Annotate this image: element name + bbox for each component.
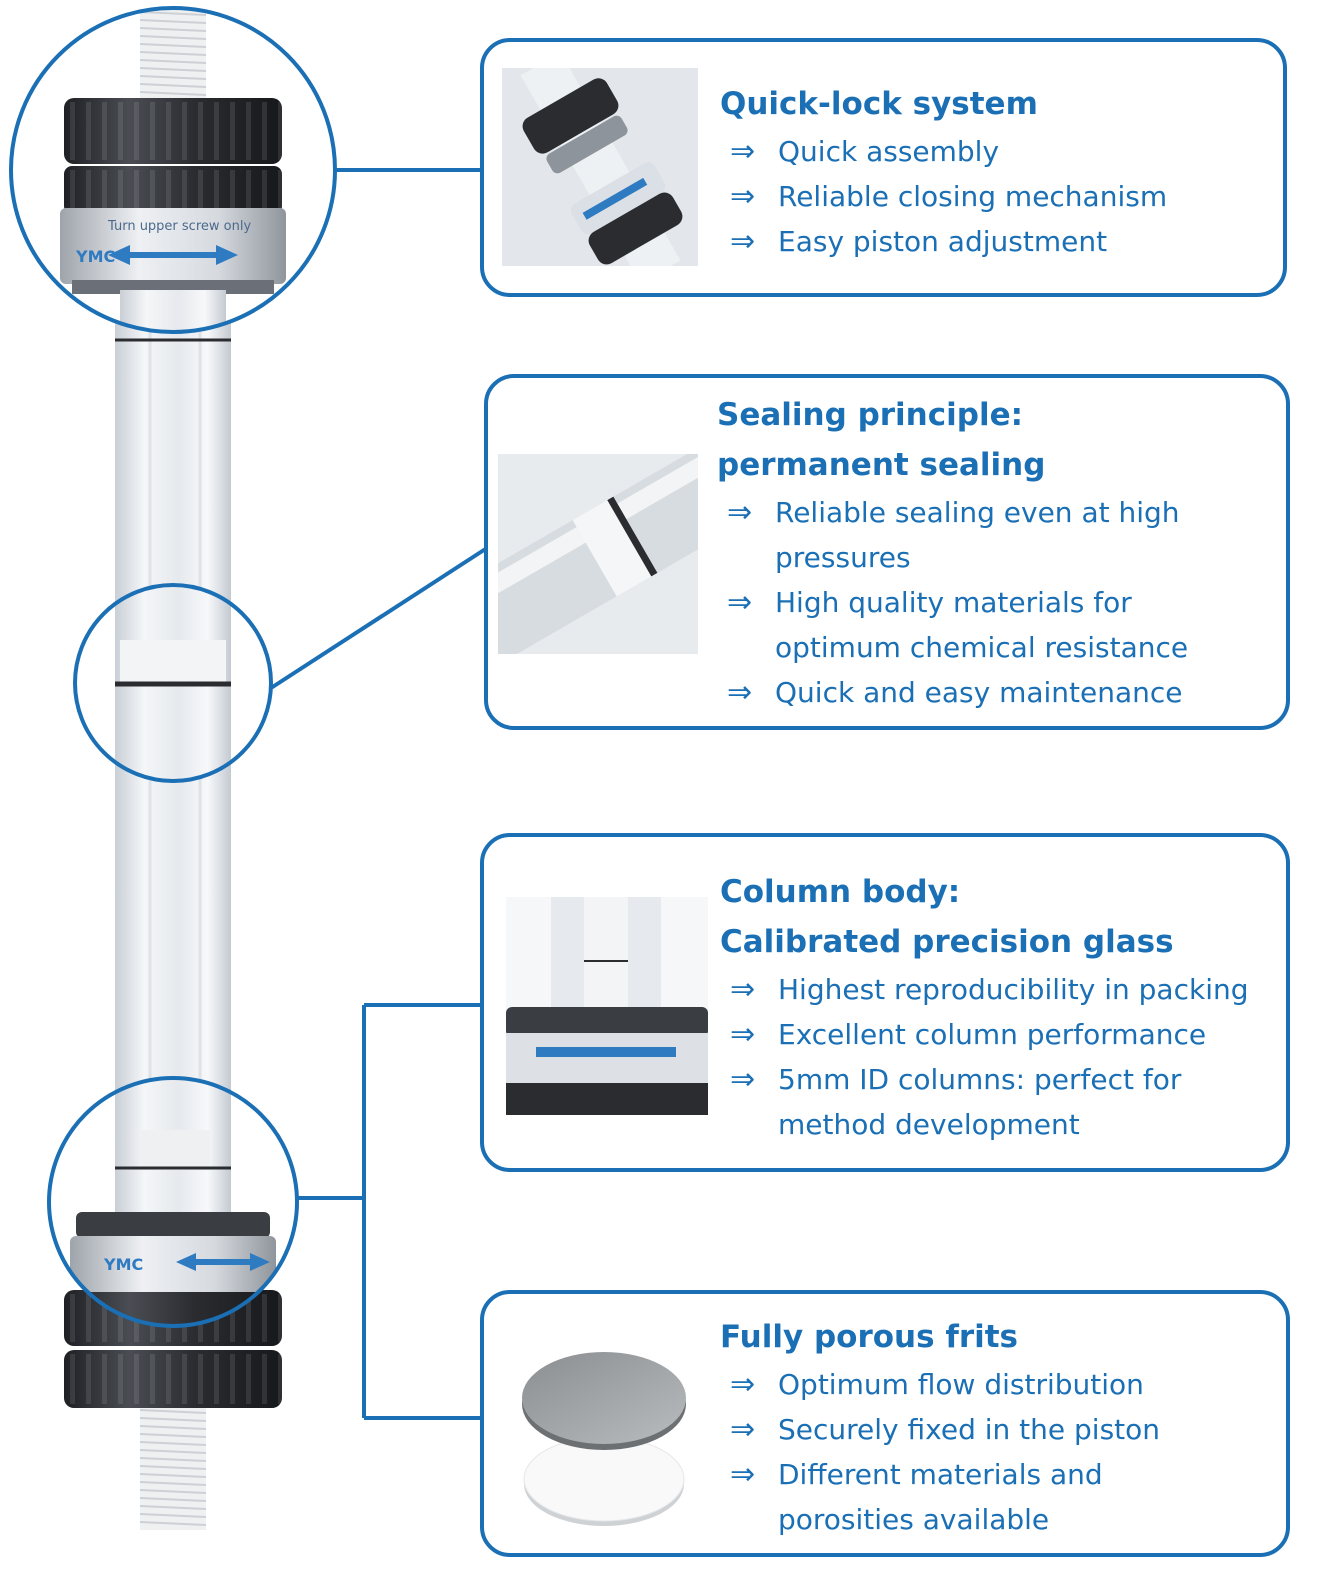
quick-lock-photo xyxy=(502,68,698,266)
bullet-line: Reliable sealing even at high xyxy=(775,496,1180,529)
bullet-line: porosities available xyxy=(778,1503,1050,1536)
feature-bullet: ⇒ Quick and easy maintenance xyxy=(717,670,1282,715)
feature-title-line: Sealing principle: xyxy=(717,397,1023,433)
bullet-line: Securely fixed in the piston xyxy=(778,1413,1161,1446)
top-fitting-zoom: Turn upper screw only YMC xyxy=(11,8,335,332)
feature-title-line: Column body: xyxy=(720,874,961,910)
double-arrow-icon: ⇒ xyxy=(727,585,753,620)
double-arrow-icon: ⇒ xyxy=(730,1457,756,1492)
bullet-line: Excellent column performance xyxy=(778,1018,1207,1051)
brand-text: YMC xyxy=(75,247,115,266)
ring-instruction-text: Turn upper screw only xyxy=(107,219,251,234)
feature-bullet: ⇒ Reliable closing mechanism xyxy=(720,174,1280,219)
feature-bullet: ⇒ Highest reproducibility in packing xyxy=(720,967,1290,1012)
bullet-line: Reliable closing mechanism xyxy=(778,180,1168,213)
feature-title: Quick-lock system xyxy=(720,79,1280,129)
feature-title: Sealing principle: permanent sealing xyxy=(717,390,1282,490)
feature-box-column-body: Column body: Calibrated precision glass … xyxy=(480,833,1290,1172)
column-body-photo xyxy=(506,897,708,1115)
connector-lines xyxy=(269,168,489,1420)
feature-title-line: Quick-lock system xyxy=(720,86,1038,122)
feature-title: Column body: Calibrated precision glass xyxy=(720,867,1290,967)
feature-bullets: ⇒ Highest reproducibility in packing ⇒ Exc… xyxy=(720,967,1290,1147)
double-arrow-icon: ⇒ xyxy=(730,224,756,259)
bullet-line: Quick assembly xyxy=(778,135,1000,168)
bullet-line: method development xyxy=(778,1108,1080,1141)
double-arrow-icon: ⇒ xyxy=(727,495,753,530)
double-arrow-icon: ⇒ xyxy=(727,675,753,710)
feature-text-4: Fully porous frits ⇒ Optimum flow distrib… xyxy=(720,1312,1285,1542)
double-arrow-icon: ⇒ xyxy=(730,1412,756,1447)
feature-bullet: ⇒ Securely fixed in the piston xyxy=(720,1407,1285,1452)
double-arrow-icon: ⇒ xyxy=(730,134,756,169)
seal-zoom-circle xyxy=(73,583,273,783)
bullet-line: 5mm ID columns: perfect for xyxy=(778,1063,1182,1096)
feature-bullet: ⇒ Excellent column performance xyxy=(720,1012,1290,1057)
feature-bullets: ⇒ Quick assembly ⇒ Reliable closing mechan… xyxy=(720,129,1280,264)
double-arrow-icon: ⇒ xyxy=(730,1017,756,1052)
feature-text-1: Quick-lock system ⇒ Quick assembly ⇒ Relia… xyxy=(720,79,1280,264)
feature-bullet: ⇒ 5mm ID columns: perfect for method devel… xyxy=(720,1057,1290,1147)
feature-bullet: ⇒ Quick assembly xyxy=(720,129,1280,174)
feature-bullet: ⇒ High quality materials for optimum chemi… xyxy=(717,580,1282,670)
double-arrow-icon: ⇒ xyxy=(730,972,756,1007)
bullet-line: High quality materials for xyxy=(775,586,1132,619)
bullet-line: Easy piston adjustment xyxy=(778,225,1108,258)
bullet-line: Highest reproducibility in packing xyxy=(778,973,1249,1006)
bullet-line: Different materials and xyxy=(778,1458,1103,1491)
bottom-fitting-zoom: YMC xyxy=(49,1078,297,1326)
bottom-zoom-circle xyxy=(47,1076,299,1328)
frits-photo xyxy=(520,1342,690,1532)
bullet-line: Optimum flow distribution xyxy=(778,1368,1144,1401)
feature-bullet: ⇒ Easy piston adjustment xyxy=(720,219,1280,264)
feature-bullet: ⇒ Optimum flow distribution xyxy=(720,1362,1285,1407)
double-arrow-icon: ⇒ xyxy=(730,179,756,214)
feature-box-sealing: Sealing principle: permanent sealing ⇒ Re… xyxy=(484,374,1290,730)
feature-box-quick-lock: Quick-lock system ⇒ Quick assembly ⇒ Relia… xyxy=(480,38,1287,297)
bullet-line: Quick and easy maintenance xyxy=(775,676,1183,709)
seal-photo xyxy=(498,454,698,654)
feature-text-2: Sealing principle: permanent sealing ⇒ Re… xyxy=(717,390,1282,715)
double-arrow-icon: ⇒ xyxy=(730,1062,756,1097)
feature-title-line: permanent sealing xyxy=(717,447,1046,483)
feature-bullet: ⇒ Different materials and porosities avail… xyxy=(720,1452,1285,1542)
bottom-thread xyxy=(139,1405,207,1530)
bullet-line: pressures xyxy=(775,541,911,574)
double-arrow-icon: ⇒ xyxy=(730,1367,756,1402)
feature-title: Fully porous frits xyxy=(720,1312,1285,1362)
seal-zoom xyxy=(75,585,271,781)
bullet-line: optimum chemical resistance xyxy=(775,631,1189,664)
brand-text-bottom: YMC xyxy=(103,1255,143,1274)
feature-title-line: Calibrated precision glass xyxy=(720,924,1174,960)
feature-box-frits: Fully porous frits ⇒ Optimum flow distrib… xyxy=(480,1290,1290,1557)
feature-text-3: Column body: Calibrated precision glass … xyxy=(720,867,1290,1147)
feature-bullet: ⇒ Reliable sealing even at high pressures xyxy=(717,490,1282,580)
feature-title-line: Fully porous frits xyxy=(720,1319,1019,1355)
feature-bullets: ⇒ Optimum flow distribution ⇒ Securely fix… xyxy=(720,1362,1285,1542)
